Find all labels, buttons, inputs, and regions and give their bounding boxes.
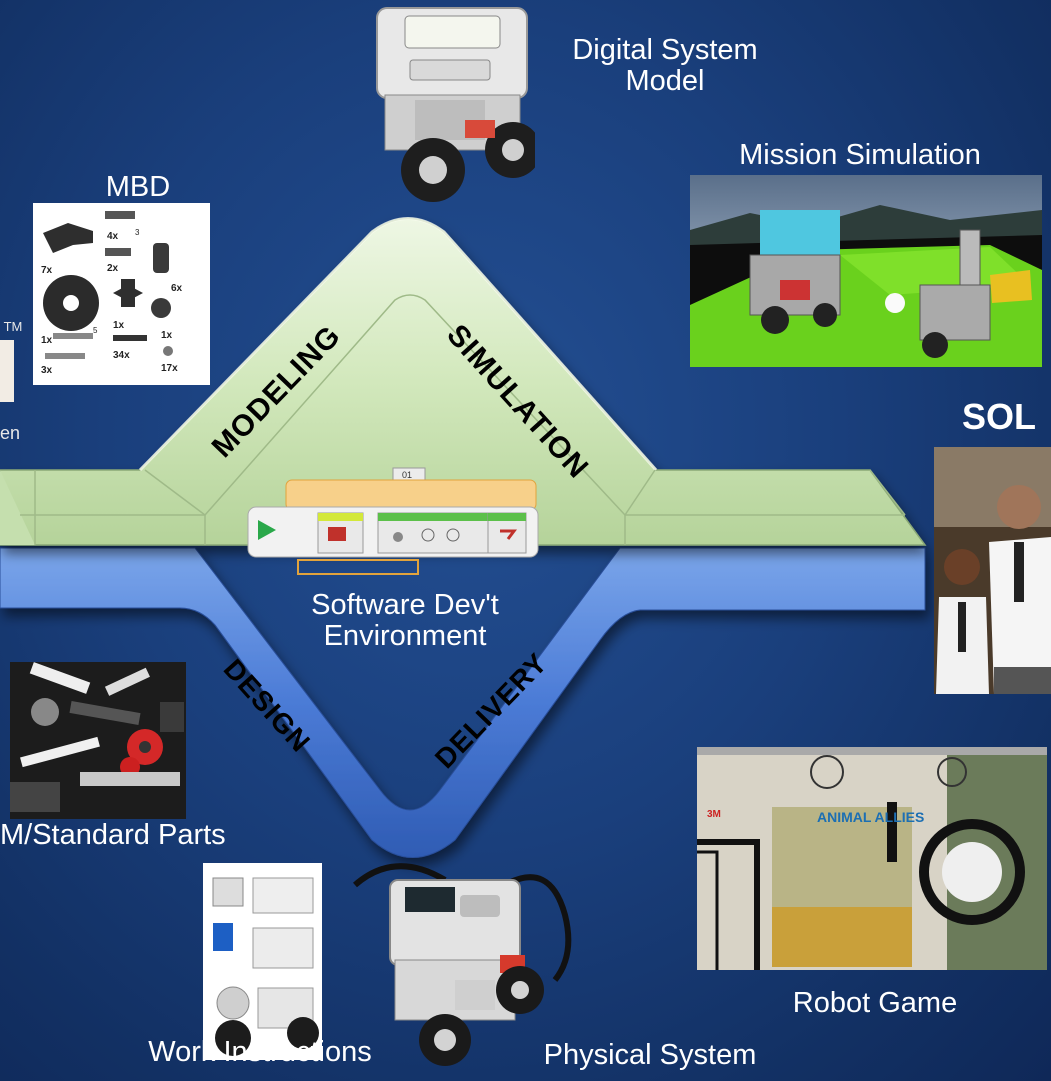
mission-simulation-image <box>690 175 1042 367</box>
students-photo <box>934 447 1051 694</box>
mbd-count-4: 7x <box>41 265 53 276</box>
digital-system-model-label: Digital System Model <box>572 34 758 97</box>
left-edge-box <box>0 340 14 402</box>
mbd-count-9: 5 <box>93 326 98 335</box>
mbd-count-7: 1x <box>161 330 173 341</box>
sol-label: SOL <box>962 396 1037 437</box>
game-mat-sponsor: 3M <box>707 809 721 820</box>
tm-fragment: TM <box>3 319 23 334</box>
upper-tube <box>0 217 927 546</box>
mbd-count-2: 3 <box>135 228 140 237</box>
cots-parts-label: M/Standard Parts <box>0 819 226 851</box>
block-id: 01 <box>402 470 412 480</box>
work-instructions-image <box>203 863 322 1060</box>
mbd-count-12: 3x <box>41 365 53 376</box>
robot-game-mat-image: ANIMAL ALLIES 3M <box>697 747 1047 970</box>
lower-tube <box>0 547 926 858</box>
mbd-count-11: 17x <box>161 363 178 374</box>
physical-system-label: Physical System <box>543 1039 757 1071</box>
physical-robot-photo <box>335 855 580 1070</box>
game-mat-title: ANIMAL ALLIES <box>817 809 924 825</box>
mission-simulation-label: Mission Simulation <box>739 139 981 171</box>
mbd-count-1: 4x <box>107 231 119 242</box>
mbd-count-5: 6x <box>171 283 183 294</box>
work-instructions-label: Work Instructions <box>148 1036 372 1068</box>
mbd-count-3: 2x <box>107 263 119 274</box>
robot-game-label: Robot Game <box>792 987 958 1019</box>
mbd-count-6: 1x <box>113 320 125 331</box>
software-dev-env-label: Software Dev't Environment <box>311 589 499 652</box>
software-ide-image: 01 <box>238 465 546 585</box>
mbd-count-10: 34x <box>113 350 130 361</box>
digital-robot-image <box>355 0 535 212</box>
mbd-count-8: 1x <box>41 335 53 346</box>
parts-pile-image <box>10 662 186 819</box>
mbd-label: MBD <box>105 171 171 203</box>
mbd-parts-image: 4x 3 2x 7x 6x 1x 1x 1x 5 34x 17x 3x <box>33 203 210 385</box>
en-fragment: en <box>0 423 21 443</box>
